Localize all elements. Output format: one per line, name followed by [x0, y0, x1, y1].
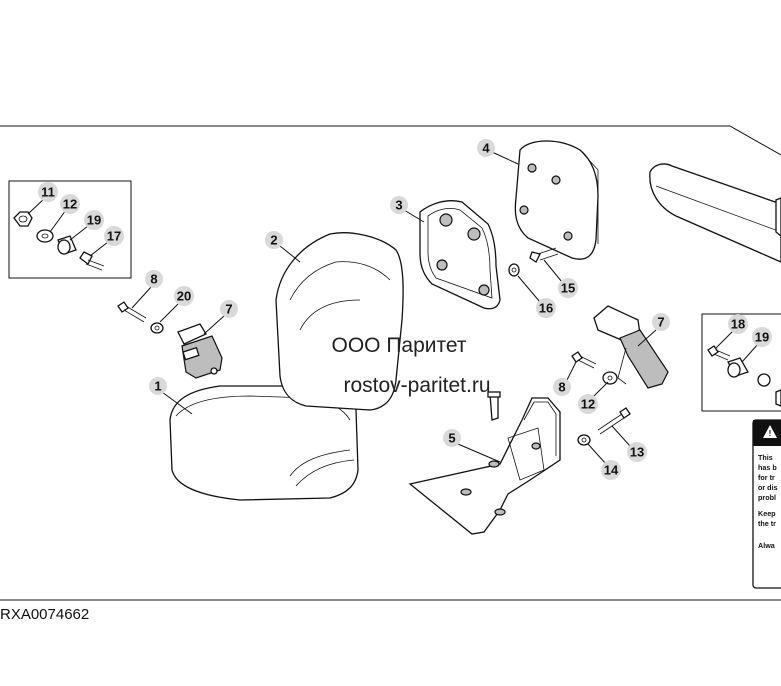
figure-id: RXA0074662 — [0, 606, 89, 623]
bushing-part-right — [727, 357, 749, 378]
svg-text:19: 19 — [755, 330, 769, 345]
watermark-company: ООО Паритет — [331, 334, 466, 357]
seat-cushion-part — [169, 385, 359, 501]
bolt-part-15 — [529, 247, 559, 263]
callout-12-right: 12 — [578, 381, 609, 414]
callout-15: 15 — [543, 259, 578, 298]
svg-text:18: 18 — [731, 317, 745, 332]
armrest-tube-part — [649, 163, 781, 263]
svg-text:20: 20 — [177, 289, 191, 304]
washer-part-16 — [508, 263, 520, 277]
bolt-part-18 — [707, 345, 731, 361]
washer-part-right-inset — [757, 373, 771, 387]
svg-text:14: 14 — [604, 463, 619, 478]
stud-part — [487, 391, 501, 421]
callout-19-left: 19 — [69, 210, 104, 241]
washer-part-20 — [150, 322, 164, 334]
svg-text:7: 7 — [657, 315, 664, 330]
callout-18: 18 — [715, 314, 748, 349]
warning-line-6: Keep — [758, 509, 776, 518]
washer-part-left — [36, 229, 54, 243]
svg-text:8: 8 — [558, 380, 565, 395]
callout-13: 13 — [611, 425, 647, 462]
washer-part-14 — [577, 434, 591, 446]
callout-5: 5 — [443, 429, 501, 463]
warning-decal: ! This has b for tr or dis probl Keep th… — [752, 419, 781, 589]
svg-text:5: 5 — [448, 431, 455, 446]
callout-1: 1 — [149, 377, 193, 415]
svg-text:1: 1 — [154, 379, 161, 394]
warning-line-8: Alwa — [758, 541, 776, 550]
callout-8-right: 8 — [553, 361, 577, 396]
washer-part-12-right — [602, 371, 618, 385]
svg-text:12: 12 — [581, 397, 595, 412]
bolt-part-8-right — [571, 351, 597, 369]
bushing-part-left — [57, 235, 77, 255]
callout-17: 17 — [89, 226, 124, 257]
back-frame-plate-part — [419, 200, 501, 310]
back-panel-part — [514, 140, 599, 260]
seat-bracket-part — [408, 397, 561, 535]
seat-back-part — [275, 232, 404, 411]
callout-12-left: 12 — [49, 194, 80, 233]
callout-8-left: 8 — [131, 270, 163, 309]
svg-text:8: 8 — [150, 272, 157, 287]
svg-text:16: 16 — [539, 301, 553, 316]
warning-line-4: or dis — [758, 483, 778, 492]
svg-text:19: 19 — [87, 213, 101, 228]
callout-20: 20 — [159, 286, 194, 323]
hardware-inset-box-right — [701, 313, 781, 412]
seat-belt-buckle-left — [177, 323, 223, 379]
bolt-part-17 — [79, 251, 105, 271]
svg-text:13: 13 — [630, 445, 644, 460]
callout-7-right: 7 — [637, 313, 670, 347]
svg-text:4: 4 — [482, 141, 490, 156]
svg-text:15: 15 — [561, 281, 575, 296]
watermark-url: rostov-paritet.ru — [343, 374, 490, 397]
frame-top-corner-line — [729, 125, 781, 156]
callout-11: 11 — [27, 182, 58, 215]
callout-7-left: 7 — [203, 300, 238, 335]
bolt-part-8-left — [117, 301, 147, 323]
bolt-part-13 — [597, 407, 631, 435]
svg-text:3: 3 — [395, 198, 402, 213]
callout-14: 14 — [587, 443, 621, 480]
warning-line-5: probl — [758, 493, 776, 502]
callout-19-right: 19 — [741, 327, 772, 363]
svg-text:!: ! — [769, 429, 772, 438]
seat-belt-right — [593, 305, 669, 389]
warning-line-2: has b — [758, 463, 777, 472]
nut-part — [13, 211, 33, 227]
callout-2: 2 — [265, 231, 301, 263]
svg-text:12: 12 — [63, 197, 77, 212]
svg-text:2: 2 — [270, 233, 277, 248]
warning-line-3: for tr — [758, 473, 775, 482]
svg-text:7: 7 — [225, 302, 232, 317]
nut-part-right-inset — [775, 389, 781, 407]
svg-text:11: 11 — [41, 185, 55, 200]
hardware-inset-box-left — [8, 180, 132, 279]
svg-text:17: 17 — [107, 229, 121, 244]
callout-4: 4 — [477, 139, 519, 165]
callout-16: 16 — [517, 275, 556, 318]
warning-line-1: This — [758, 453, 773, 462]
callout-3: 3 — [390, 196, 425, 223]
warning-line-7: the tr — [758, 519, 776, 528]
